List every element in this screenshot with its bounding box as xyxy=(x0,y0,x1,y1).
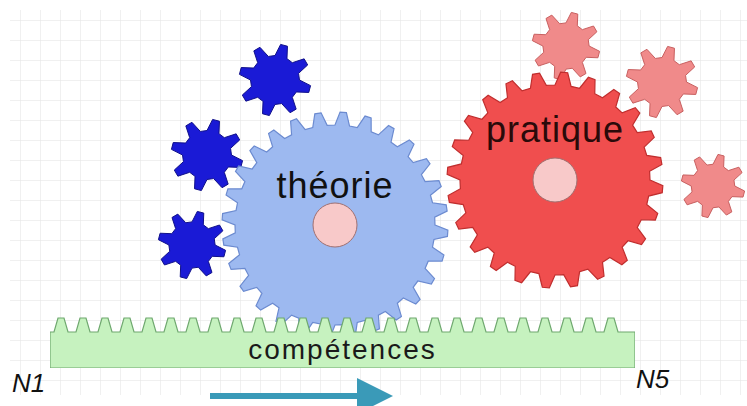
theory-gear: théorie xyxy=(220,110,450,340)
progress-arrow xyxy=(210,393,375,399)
rack-body xyxy=(50,318,635,368)
grid-background xyxy=(10,10,747,395)
skills-rack: compétences xyxy=(50,316,635,368)
shape-outline xyxy=(445,70,665,290)
practice-gear: pratique xyxy=(445,70,665,290)
small-gear xyxy=(171,119,242,190)
small-gear xyxy=(158,211,225,278)
node-label: théorie xyxy=(276,168,393,204)
gear-body xyxy=(447,72,663,288)
small-gear xyxy=(681,154,744,217)
small-gear xyxy=(239,44,310,115)
node-label: pratique xyxy=(486,112,624,148)
shape-outline xyxy=(220,110,450,340)
gear-body xyxy=(222,112,448,338)
small-gear xyxy=(532,12,599,79)
node-label: compétences xyxy=(248,336,437,364)
level-label: N1 xyxy=(12,370,45,396)
small-gear xyxy=(626,46,697,117)
gear-hub xyxy=(533,158,577,202)
gear-hub xyxy=(313,203,357,247)
level-label: N5 xyxy=(636,366,669,392)
